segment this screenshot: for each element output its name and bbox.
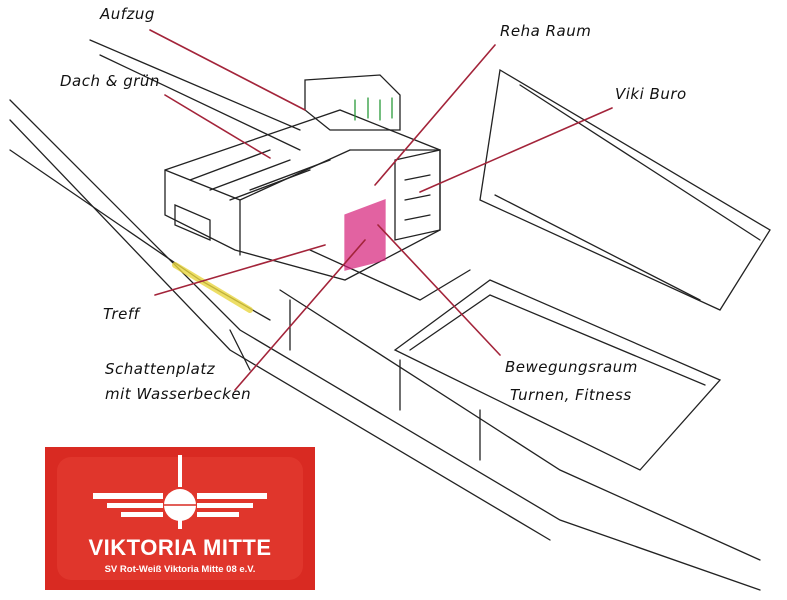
leader-reha [374,44,496,186]
label-aufzug: Aufzug [100,5,155,23]
leader-dach [164,94,271,159]
fence-lines [9,39,761,591]
leader-schatten [234,239,366,391]
leader-treff [154,244,326,296]
leader-aufzug [149,29,306,111]
label-schattenplatz: Schattenplatz [105,360,216,378]
logo-name: VIKTORIA MITTE [88,535,272,560]
sports-field-lower [393,279,722,471]
label-dach-gruen: Dach & grün [60,72,160,90]
leader-lines [149,29,613,391]
pink-wall [344,199,386,271]
label-wasserbecken: mit Wasserbecken [105,385,252,403]
building [164,74,471,301]
roof-plants [354,97,393,121]
tower-wings-emblem [93,455,267,529]
sports-field-right [479,68,771,311]
leader-bewegung [377,224,501,356]
leader-viki [419,107,613,193]
label-viki-buro: Viki Buro [615,85,687,103]
label-turnen-fitness: Turnen, Fitness [510,386,632,404]
label-treff: Treff [103,305,140,323]
yellow-path [172,262,253,313]
label-bewegungsraum: Bewegungsraum [505,358,638,376]
logo-subtitle: SV Rot-Weiß Viktoria Mitte 08 e.V. [104,564,256,575]
label-reha-raum: Reha Raum [500,22,592,40]
club-logo: VIKTORIA MITTE SV Rot-Weiß Viktoria Mitt… [45,447,315,590]
